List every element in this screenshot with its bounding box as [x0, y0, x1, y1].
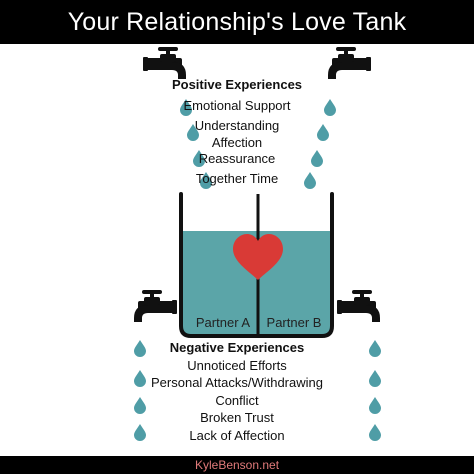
- negative-item: Conflict: [215, 393, 259, 408]
- title-bar: Your Relationship's Love Tank: [0, 0, 474, 44]
- negative-item: Personal Attacks/Withdrawing: [151, 375, 323, 390]
- partner-b-label: Partner B: [266, 315, 322, 330]
- positive-item: Emotional Support: [183, 98, 291, 113]
- heart-icon: [233, 234, 283, 280]
- positive-item: Affection: [211, 135, 263, 150]
- partner-a-label: Partner A: [195, 315, 251, 330]
- negative-item: Lack of Affection: [189, 428, 285, 443]
- page-title: Your Relationship's Love Tank: [67, 7, 407, 36]
- positive-item: Understanding: [194, 118, 280, 133]
- faucet-icon: [143, 47, 186, 79]
- footer-bar: KyleBenson.net: [0, 456, 474, 474]
- negative-item: Unnoticed Efforts: [187, 358, 287, 373]
- faucet-icon: [134, 290, 177, 322]
- positive-heading: Positive Experiences: [171, 77, 303, 92]
- negative-item: Broken Trust: [200, 410, 274, 425]
- faucet-icon: [328, 47, 371, 79]
- positive-item: Together Time: [195, 171, 279, 186]
- faucet-icon: [337, 290, 380, 322]
- footer-credit: KyleBenson.net: [194, 458, 280, 472]
- negative-heading: Negative Experiences: [169, 340, 305, 355]
- positive-item: Reassurance: [198, 151, 276, 166]
